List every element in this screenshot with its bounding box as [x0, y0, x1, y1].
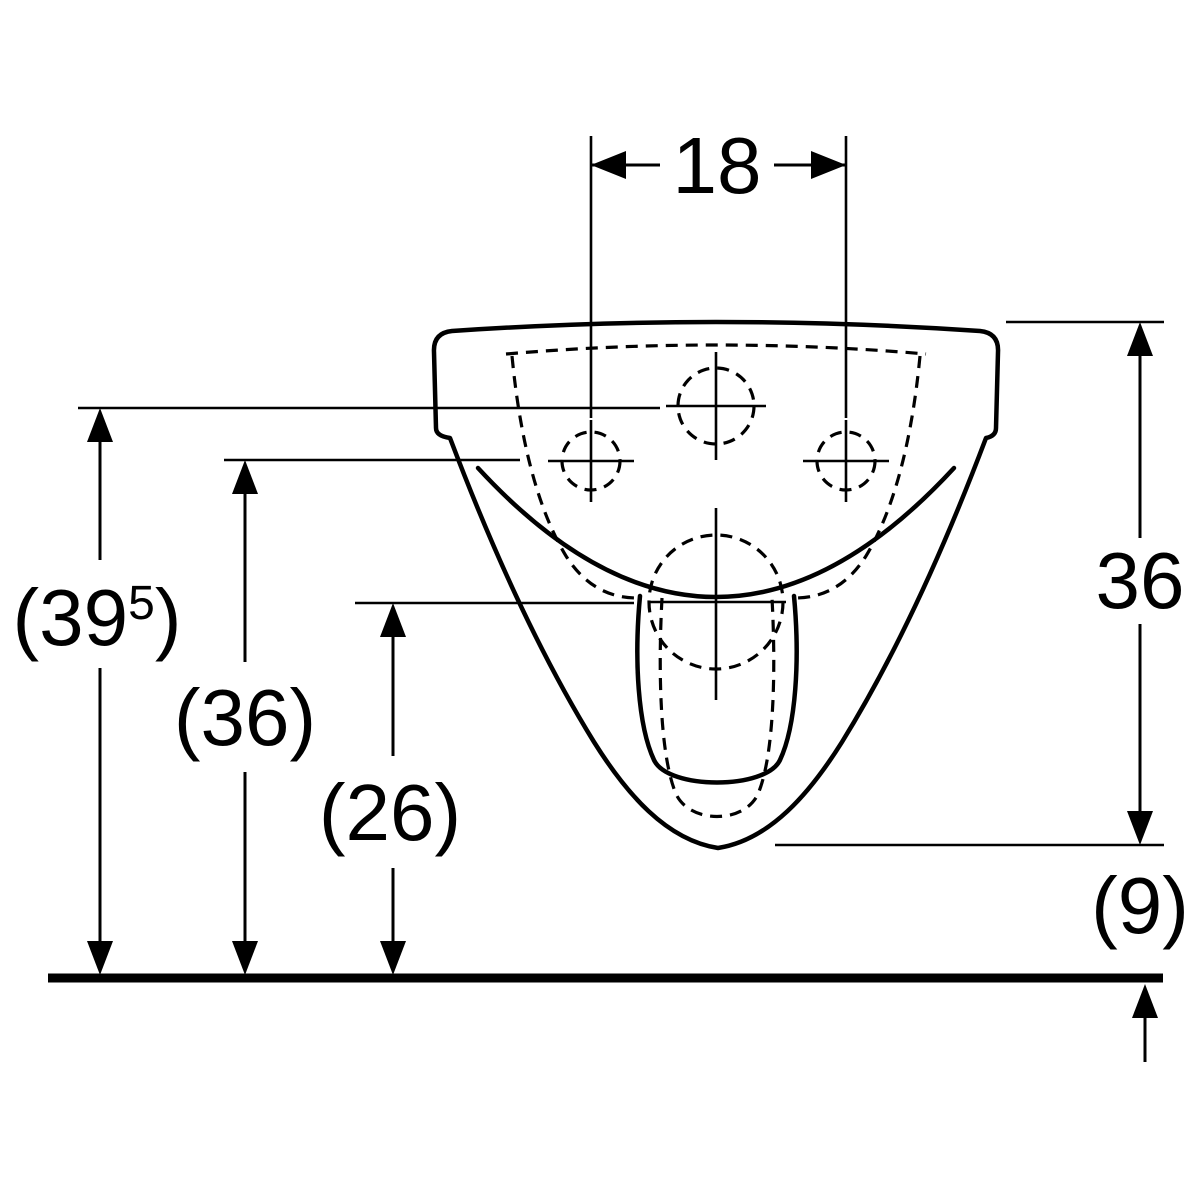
sump-outline	[635, 593, 799, 785]
arrowhead-down-icon	[380, 941, 406, 975]
arrowhead-left-icon	[591, 151, 626, 179]
dimension-label-hole-spacing: 18	[673, 121, 762, 210]
dimension-label-height-to-center-hole: (395)	[13, 573, 182, 662]
label-superscript: 5	[128, 577, 155, 630]
arrowhead-up-icon	[1132, 984, 1158, 1018]
arrowhead-up-icon	[1127, 322, 1153, 356]
fixture-front-view	[431, 319, 1001, 851]
dimension-height-to-side-holes: (36)	[174, 458, 520, 975]
trap-inner-dashed	[658, 597, 776, 818]
label-main: (39	[13, 573, 129, 662]
label-close: )	[155, 573, 182, 662]
arrowhead-down-icon	[232, 941, 258, 975]
dimension-hole-spacing: 18	[589, 121, 848, 418]
dimension-label-clearance-below: (9)	[1091, 861, 1189, 950]
dimension-clearance-below: (9)	[1091, 861, 1189, 1062]
bowl-inner-right-dashed	[793, 355, 922, 600]
fixture-outer-outline	[431, 319, 1001, 851]
bowl-inner-left-dashed	[510, 355, 639, 600]
rim-back-edge-dashed	[505, 343, 927, 356]
dimension-label-height-to-side-holes: (36)	[174, 673, 316, 762]
arrowhead-right-icon	[811, 151, 846, 179]
arrowhead-up-icon	[87, 408, 113, 442]
dimension-body-height: 36	[775, 320, 1185, 847]
arrowhead-down-icon	[1127, 811, 1153, 845]
arrowhead-up-icon	[380, 603, 406, 637]
dimension-height-to-center-hole: (395)	[13, 406, 660, 975]
arrowhead-down-icon	[87, 941, 113, 975]
dimension-label-height-to-outlet: (26)	[319, 768, 461, 857]
arrowhead-up-icon	[232, 460, 258, 494]
dimension-label-body-height: 36	[1096, 536, 1185, 625]
dimension-height-to-outlet: (26)	[319, 601, 634, 975]
